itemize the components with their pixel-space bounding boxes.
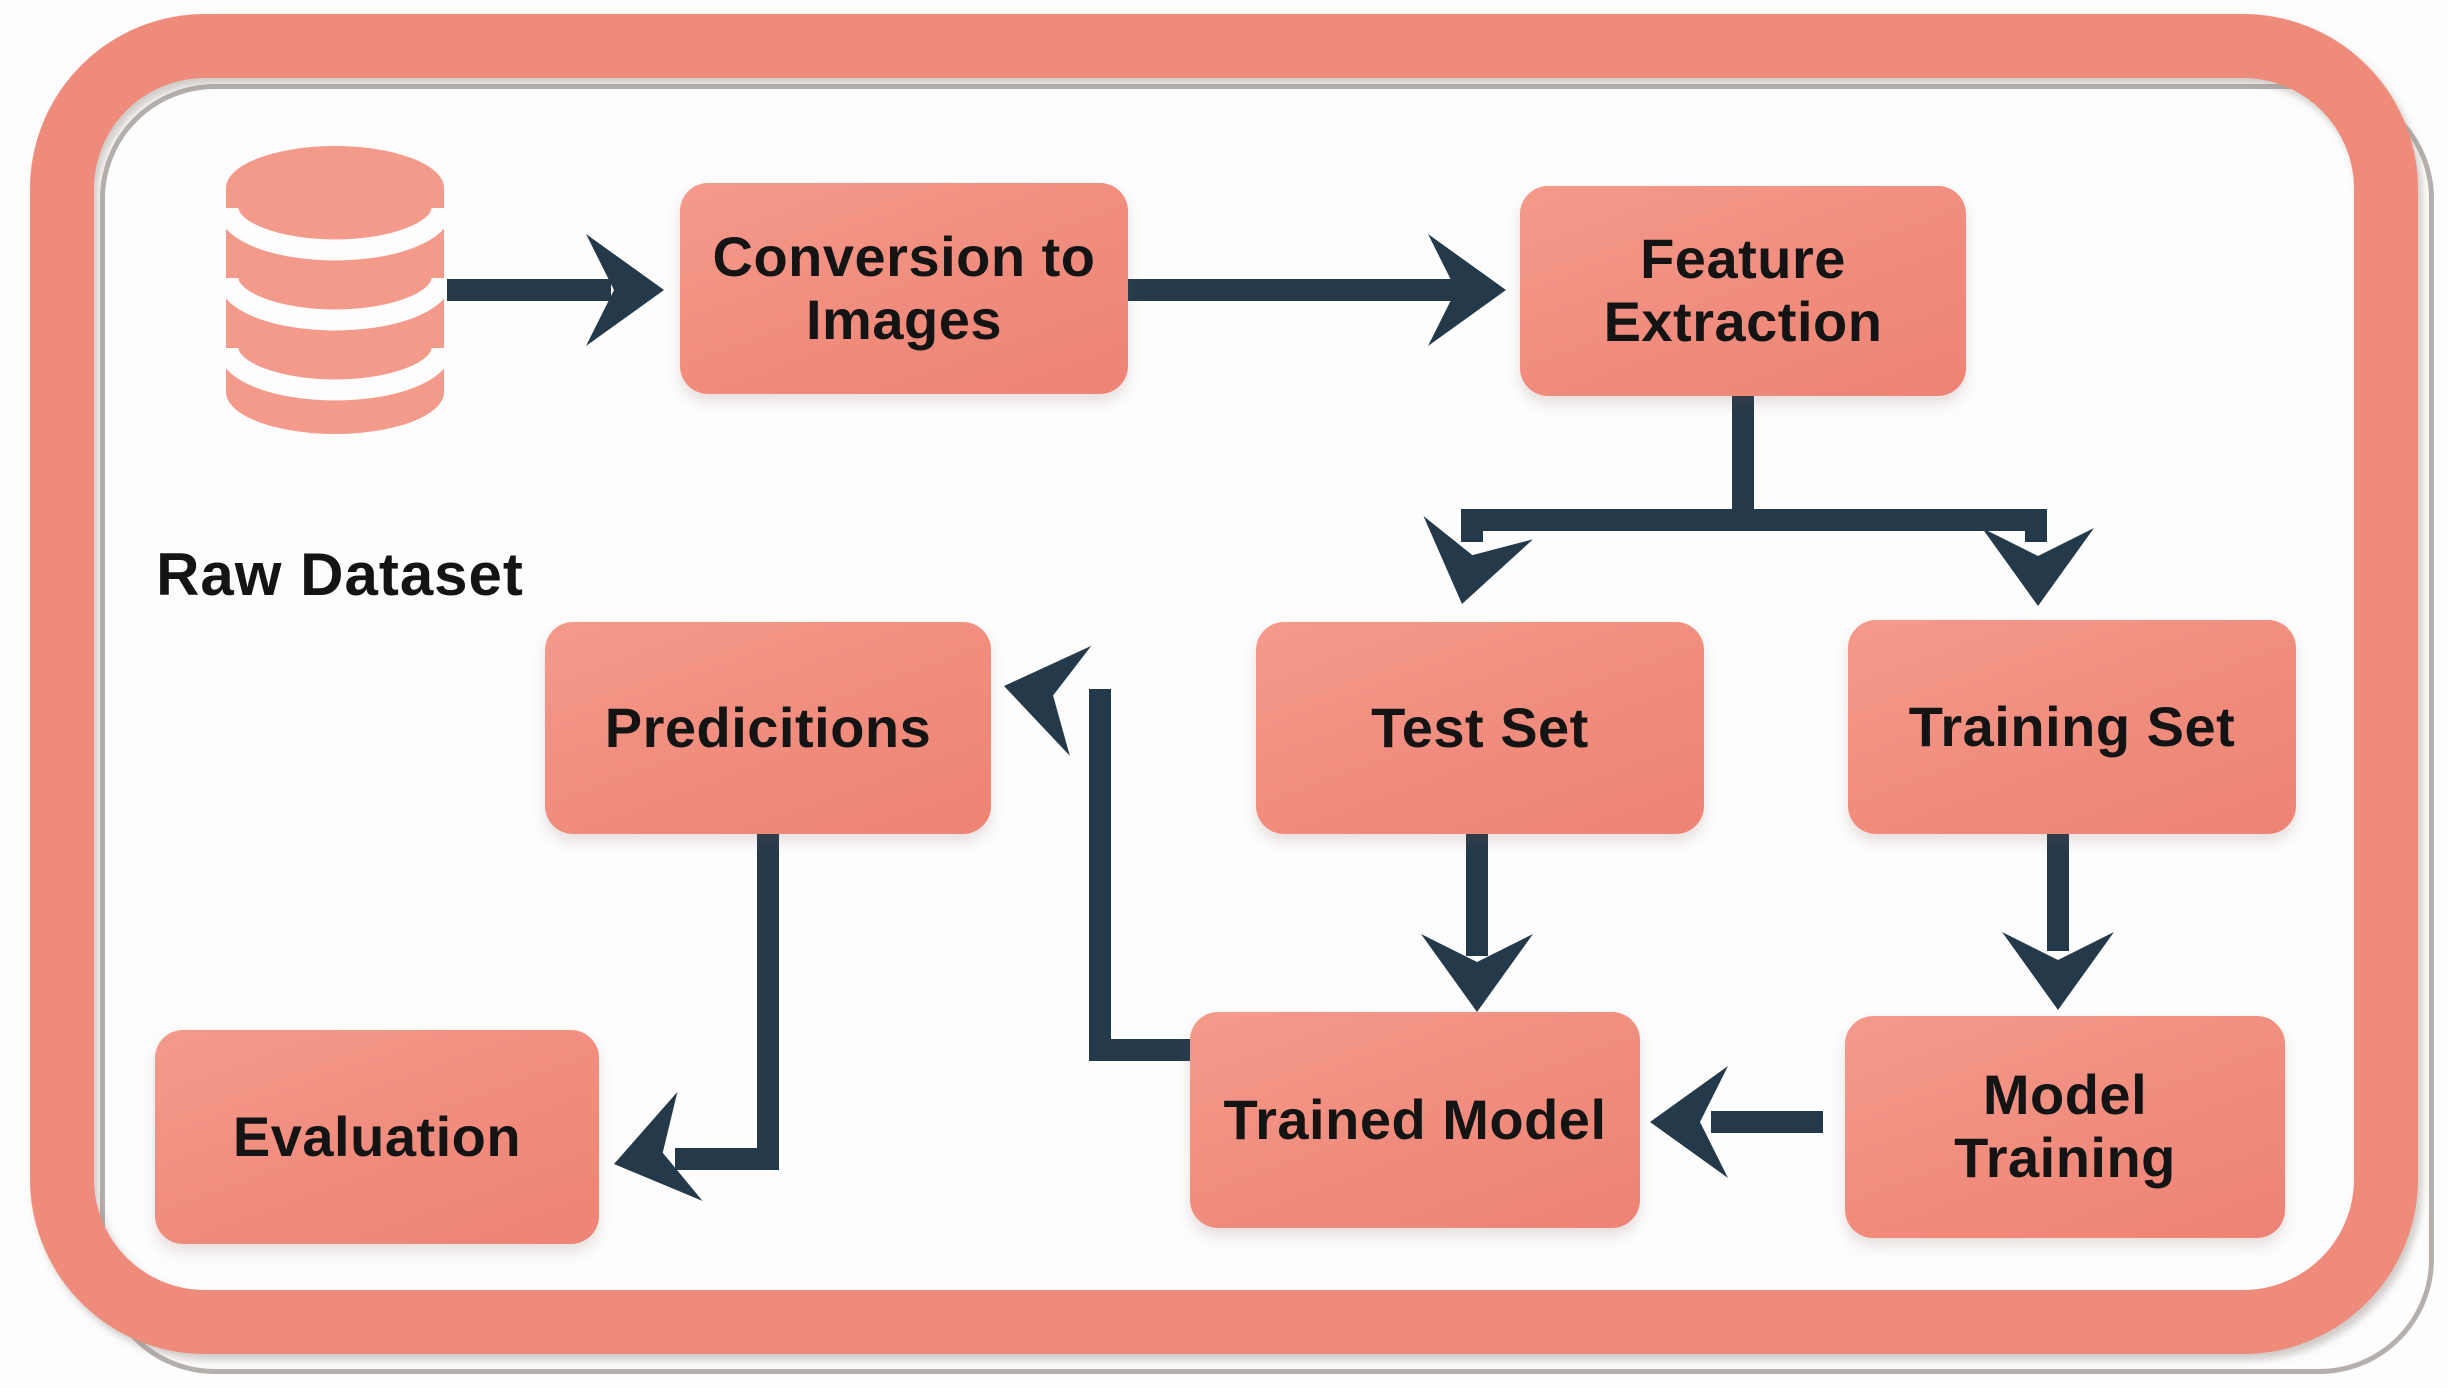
node-test-set: Test Set bbox=[1256, 622, 1704, 834]
arrow-predictions-to-evaluation bbox=[675, 829, 779, 1170]
node-conversion-to-images: Conversion to Images bbox=[680, 183, 1128, 394]
node-model-training: Model Training bbox=[1845, 1016, 2285, 1238]
node-predictions: Predicitions bbox=[545, 622, 991, 834]
database-icon bbox=[217, 146, 453, 434]
node-trained-model: Trained Model bbox=[1190, 1012, 1640, 1228]
node-evaluation: Evaluation bbox=[155, 1030, 599, 1244]
arrow-feature-split bbox=[1461, 387, 2047, 542]
arrowheads bbox=[586, 234, 2114, 1202]
inner-panel-outline bbox=[100, 84, 2434, 1374]
node-training-set: Training Set bbox=[1848, 620, 2296, 834]
node-feature-extraction: Feature Extraction bbox=[1520, 186, 1966, 396]
arrow-trainedmodel-to-predictions bbox=[1089, 689, 1203, 1061]
outer-frame-border bbox=[30, 14, 2418, 1354]
raw-dataset-label: Raw Dataset bbox=[156, 541, 524, 608]
